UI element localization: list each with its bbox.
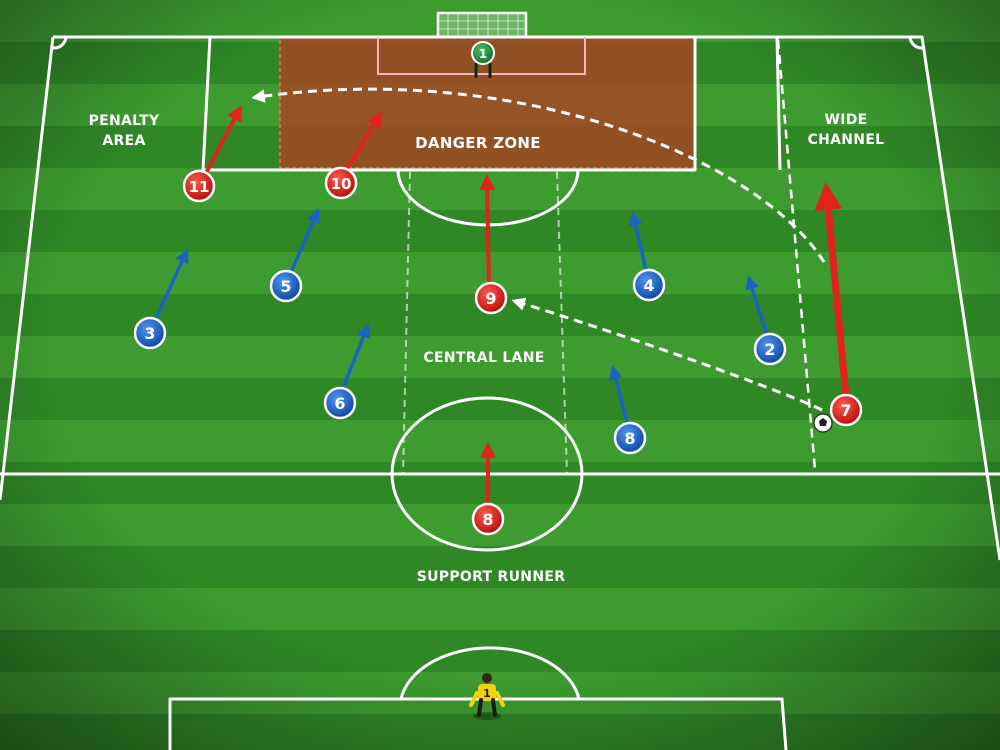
run-arrow-d5 [290, 208, 320, 272]
own-penalty-arc [399, 646, 581, 700]
central-lane-left-divider [402, 171, 411, 475]
defender-number-5: 5 [280, 277, 291, 296]
opposition-goalkeeper-number: 1 [479, 47, 487, 61]
outer-boundary [0, 35, 1000, 561]
support-runner-label: SUPPORT RUNNER [417, 569, 566, 585]
lane-dividers [402, 171, 568, 475]
defender-number-2: 2 [764, 340, 775, 359]
danger-zone-label: DANGER ZONE [415, 134, 541, 152]
attacker-token-11[interactable]: 11 [182, 169, 216, 203]
corner-arc-left [52, 36, 68, 50]
attacker-token-9[interactable]: 9 [474, 281, 508, 315]
defender-token-2[interactable]: 2 [753, 332, 787, 366]
wide-channel-label-line2: CHANNEL [808, 132, 885, 148]
corner-arc-right [908, 36, 924, 50]
six-yard-box [377, 37, 586, 75]
own-goalkeeper-number: 1 [483, 687, 491, 700]
run-arrow-d4 [628, 211, 648, 272]
defender-runs [154, 208, 768, 424]
player-figure-icon [469, 673, 505, 720]
run-arrow-9 [479, 174, 496, 287]
penalty-area-label-line2: AREA [102, 133, 145, 149]
wide-channel-divider [776, 39, 817, 471]
pass-lines [251, 87, 826, 412]
defender-number-8: 8 [624, 429, 635, 448]
attacker-runs [203, 104, 850, 507]
run-arrow-d2 [745, 275, 768, 334]
zone-labels: PENALTY AREA DANGER ZONE WIDE CHANNEL CE… [89, 112, 885, 585]
pass-7-to-9 [511, 297, 823, 412]
wide-channel-label: WIDE [824, 112, 867, 128]
attacker-number-7: 7 [840, 401, 851, 420]
defender-token-3[interactable]: 3 [133, 316, 167, 350]
defender-number-4: 4 [643, 276, 654, 295]
goal-net-icon [436, 11, 528, 39]
defender-token-8[interactable]: 8 [613, 421, 647, 455]
run-arrow-11 [203, 104, 242, 177]
soccer-ball-icon [813, 413, 833, 433]
attacker-number-8: 8 [482, 510, 493, 529]
defender-number-6: 6 [334, 394, 345, 413]
run-arrow-d3 [154, 248, 189, 320]
attacker-token-7[interactable]: 7 [829, 393, 863, 427]
defender-number-3: 3 [144, 324, 155, 343]
player-figure-icon [474, 63, 492, 78]
attacker-token-8[interactable]: 8 [471, 502, 505, 536]
attacker-number-9: 9 [485, 289, 496, 308]
central-lane-right-divider [556, 171, 568, 475]
run-arrow-d8 [608, 365, 629, 424]
pitch-lines [0, 35, 1000, 750]
run-arrow-7 [814, 182, 850, 400]
attacker-number-10: 10 [331, 175, 352, 193]
channel-line-right [775, 36, 782, 171]
opposition-goalkeeper-token[interactable]: 1 [471, 41, 495, 78]
defender-token-6[interactable]: 6 [323, 386, 357, 420]
attacker-number-11: 11 [189, 178, 210, 196]
penalty-area-label: PENALTY [89, 113, 160, 129]
run-arrow-10 [343, 111, 383, 174]
penalty-box [201, 36, 697, 172]
defender-token-5[interactable]: 5 [269, 269, 303, 303]
own-goalkeeper-token[interactable]: 1 [469, 673, 505, 720]
central-lane-label: CENTRAL LANE [423, 350, 544, 366]
run-arrow-d6 [341, 323, 370, 390]
defender-token-4[interactable]: 4 [632, 268, 666, 302]
centre-circle [390, 396, 584, 552]
attacker-token-10[interactable]: 10 [324, 166, 358, 200]
